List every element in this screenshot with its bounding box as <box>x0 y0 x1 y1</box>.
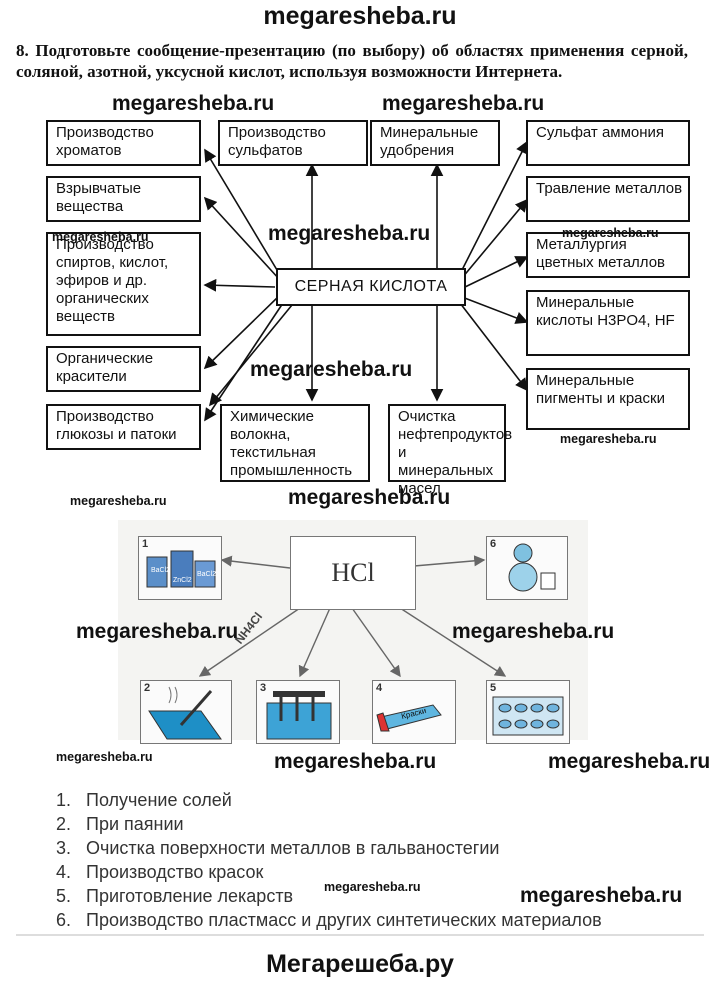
list-item: 3.Очистка поверхности металлов в гальван… <box>56 838 500 858</box>
box-ammonium-sulfate: Сульфат аммония <box>526 120 690 166</box>
watermark: megaresheba.ru <box>274 750 437 773</box>
picture-4-paints: 4 Краски <box>372 680 456 744</box>
list-item: 2.При паянии <box>56 814 184 834</box>
uses-list: 1.Получение солей 2.При паянии 3.Очистка… <box>56 788 676 932</box>
salt-label: BaCl2 <box>151 567 171 574</box>
watermark: megaresheba.ru <box>112 92 275 115</box>
watermark: megaresheba.ru <box>250 358 413 381</box>
bottle-icon <box>194 560 216 588</box>
bottle-icon <box>170 550 194 588</box>
steam-icon <box>168 686 178 704</box>
list-item: 6.Производство пластмасс и других синтет… <box>56 910 602 930</box>
box-chemical-fibers: Химические волокна, текстильная промышле… <box>220 404 370 482</box>
box-sulfuric-acid: СЕРНАЯ КИСЛОТА <box>276 268 466 306</box>
salt-label: ZnCl2 <box>173 577 192 584</box>
cup-icon <box>540 572 556 590</box>
toy-head-icon <box>513 543 533 563</box>
watermark: megaresheba.ru <box>548 750 711 773</box>
watermark: megaresheba.ru <box>562 226 659 240</box>
picture-6-plastics: 6 <box>486 536 568 600</box>
question-text: 8. Подготовьте сообщение-презентацию (по… <box>16 41 688 81</box>
bath-icon <box>266 702 332 740</box>
watermark: megaresheba.ru <box>76 620 239 643</box>
metal-plate-icon <box>148 710 222 740</box>
box-chromates: Производство хроматов <box>46 120 201 166</box>
box-oil-refining: Очистка нефтепродуктов и минеральных мас… <box>388 404 512 497</box>
watermark: megaresheba.ru <box>382 92 545 115</box>
picture-number: 2 <box>144 682 151 694</box>
box-explosives: Взрывчатые вещества <box>46 176 201 222</box>
picture-number: 3 <box>260 682 267 694</box>
salt-label: BaCl2 <box>197 571 217 578</box>
pill-icon <box>498 703 560 729</box>
watermark: megaresheba.ru <box>56 750 153 764</box>
box-sulfates: Производство сульфатов <box>218 120 368 166</box>
watermark: megaresheba.ru <box>70 494 167 508</box>
box-metal-etching: Травление металлов <box>526 176 690 222</box>
site-footer: Мегарешеба.ру <box>266 950 454 978</box>
box-pigments: Минеральные пигменты и краски <box>526 368 690 430</box>
box-glucose: Производство глюкозы и патоки <box>46 404 201 450</box>
picture-number: 6 <box>490 538 497 550</box>
watermark: megaresheba.ru <box>288 486 451 509</box>
soldering-iron-icon <box>179 690 213 726</box>
box-mineral-acids: Минеральные кислоты H3PO4, HF <box>526 290 690 356</box>
list-item: 1.Получение солей <box>56 790 232 810</box>
bottle-icon <box>146 556 168 588</box>
picture-1-salts: 1 BaCl2 BaCl2 ZnCl2 <box>138 536 222 600</box>
watermark: megaresheba.ru <box>324 880 421 894</box>
picture-number: 4 <box>376 682 383 694</box>
picture-number: 5 <box>490 682 497 694</box>
box-fertilizers: Минеральные удобрения <box>370 120 500 166</box>
toy-body-icon <box>508 562 538 592</box>
watermark: megaresheba.ru <box>268 222 431 245</box>
hcl-center: HCl <box>290 536 416 610</box>
box-metallurgy: Металлургия цветных металлов <box>526 232 690 278</box>
picture-number: 1 <box>142 538 149 550</box>
blister-icon <box>492 696 564 736</box>
electrode-bar-icon <box>273 691 325 697</box>
watermark: megaresheba.ru <box>560 432 657 446</box>
list-item: 4.Производство красок <box>56 862 264 882</box>
watermark: megaresheba.ru <box>452 620 615 643</box>
list-item: 5.Приготовление лекарств <box>56 886 294 906</box>
box-organic-substances: Производство спиртов, кислот, эфиров и д… <box>46 232 201 336</box>
picture-5-medicines: 5 <box>486 680 570 744</box>
site-header: megaresheba.ru <box>263 2 457 30</box>
picture-2-soldering: 2 <box>140 680 232 744</box>
watermark: megaresheba.ru <box>520 884 683 907</box>
box-dyes: Органические красители <box>46 346 201 392</box>
divider <box>16 934 704 936</box>
picture-3-galvanic: 3 <box>256 680 340 744</box>
watermark: megaresheba.ru <box>52 230 149 244</box>
paint-drop-icon <box>376 712 390 732</box>
